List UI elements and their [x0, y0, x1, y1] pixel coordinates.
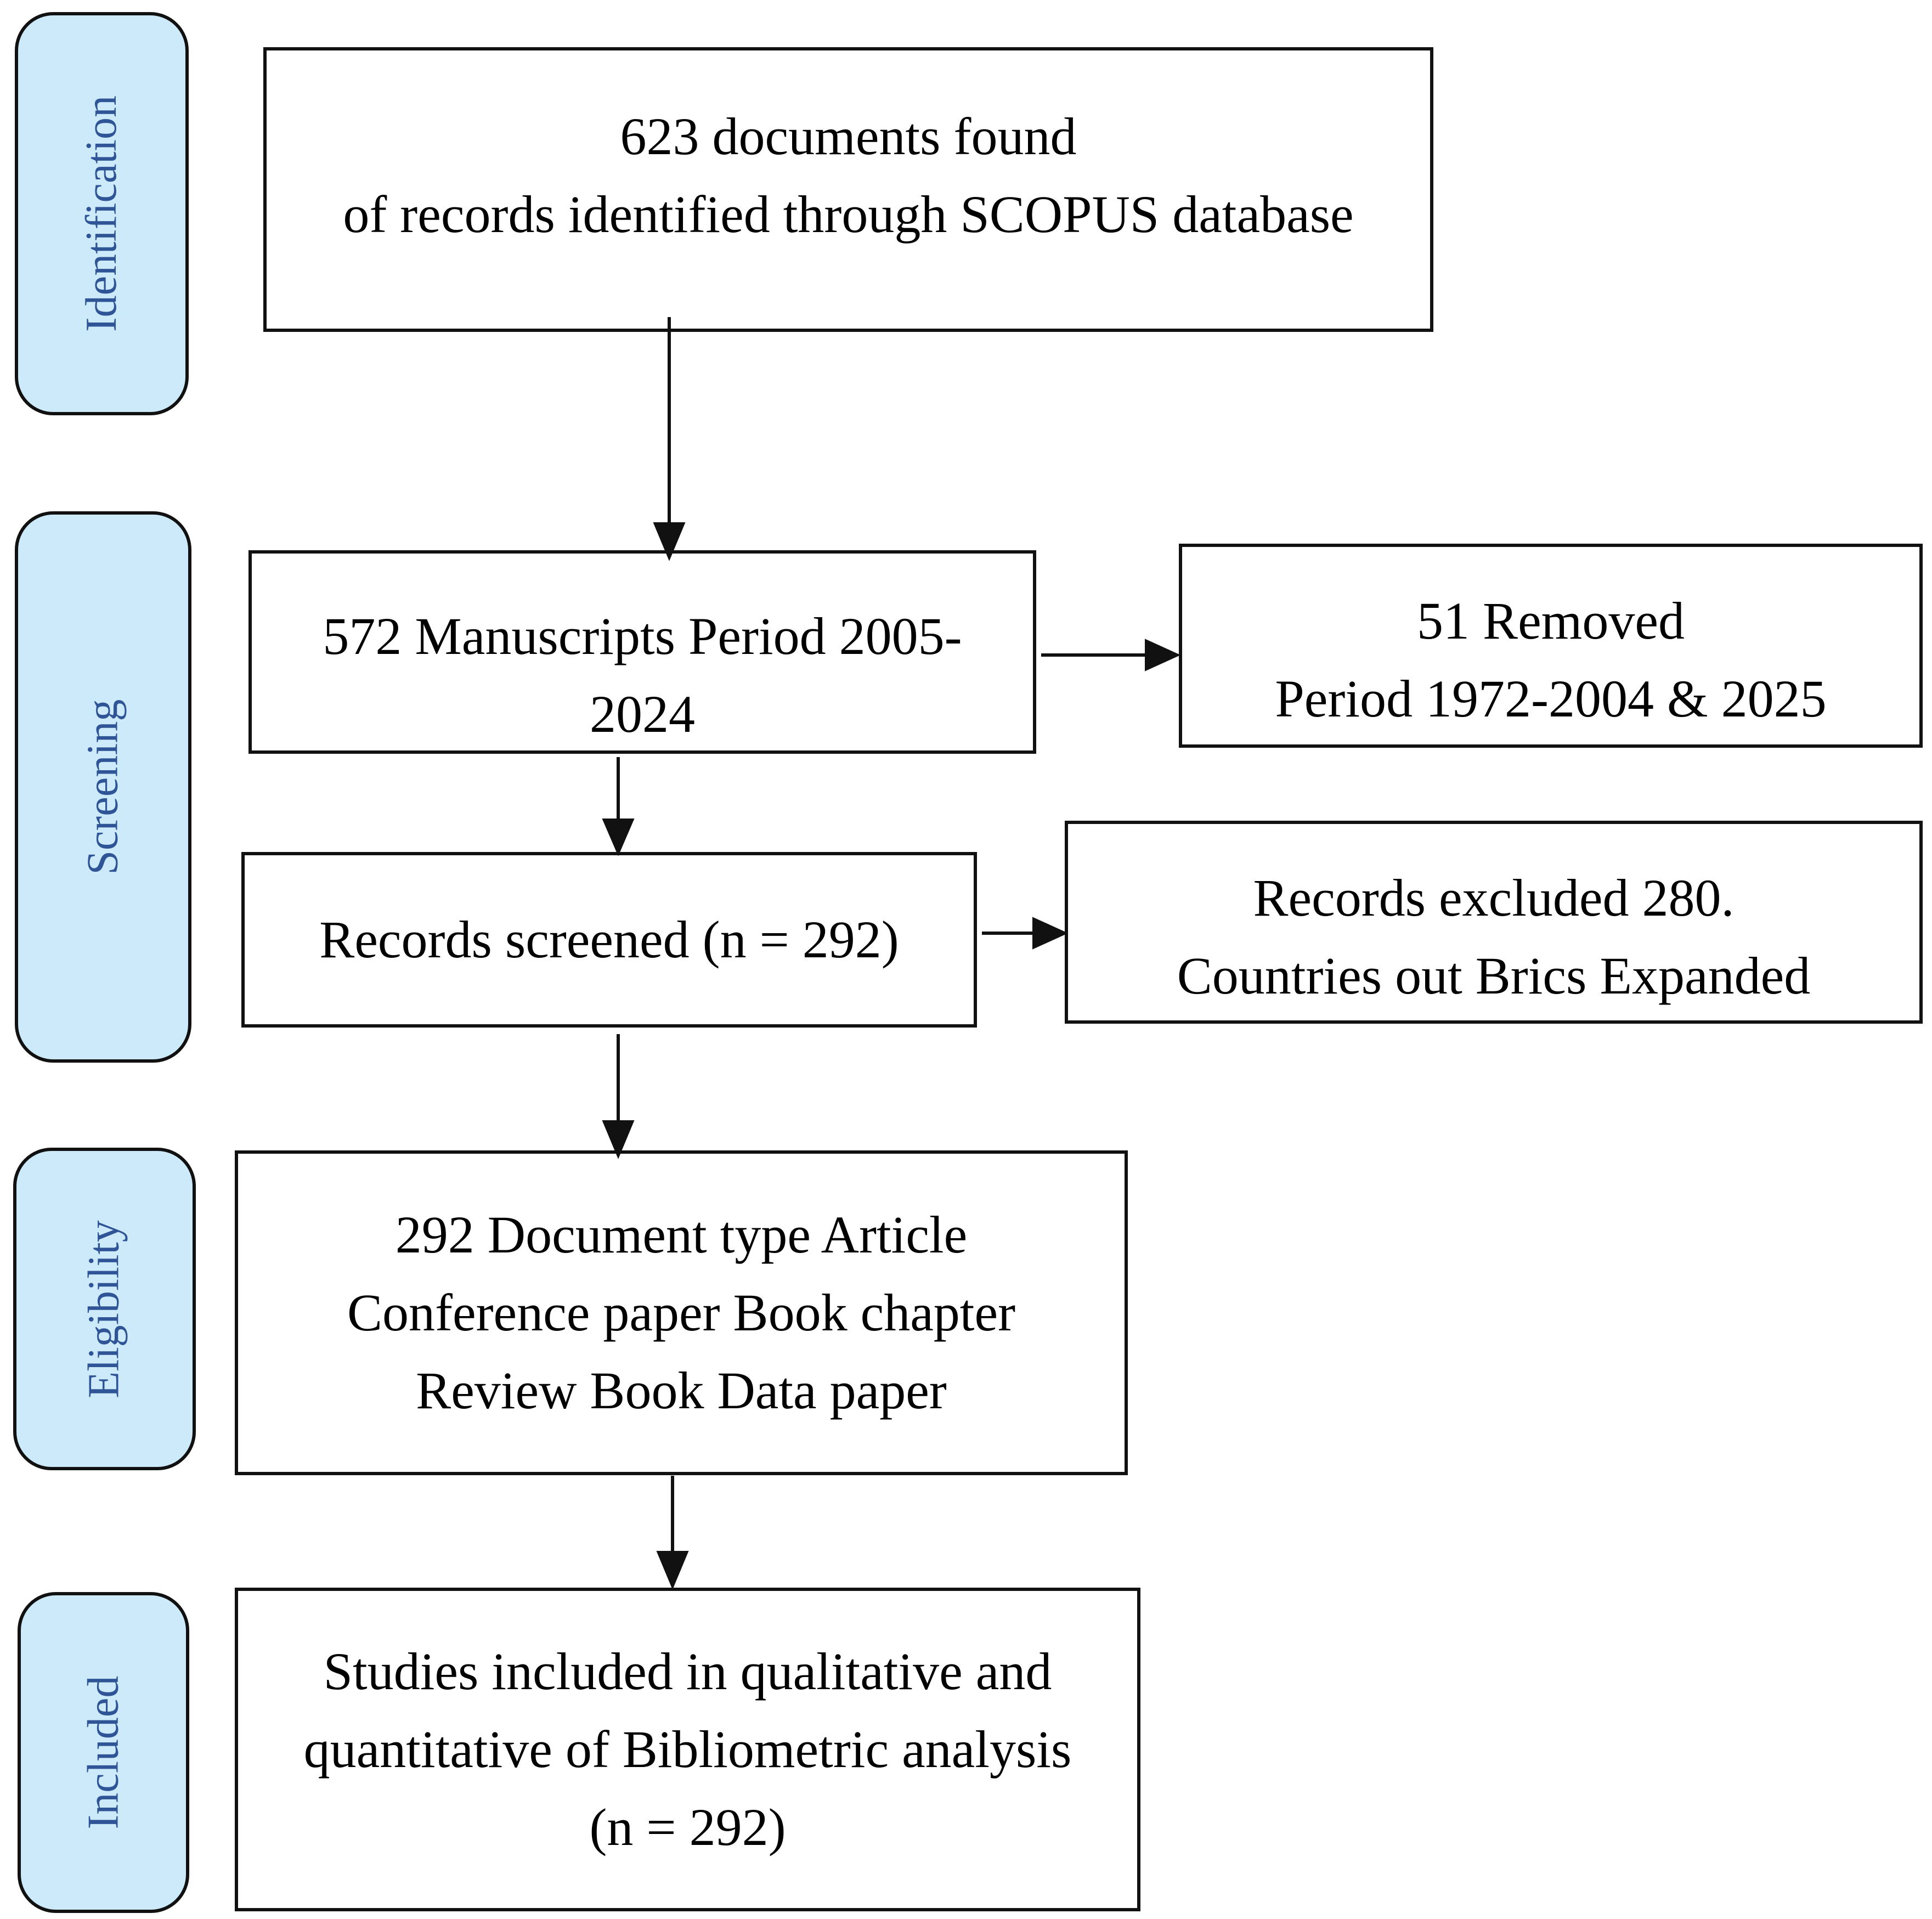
- removed-records-box: 51 Removed Period 1972-2004 & 2025: [1179, 544, 1923, 748]
- arrowhead-screened: [602, 819, 635, 856]
- identified-records-box: 623 documents found of records identifie…: [263, 47, 1433, 332]
- records-screened-box: Records screened (n = 292): [241, 852, 977, 1028]
- excluded-count-text: Records excluded 280.: [1253, 868, 1735, 927]
- arrowhead-excluded: [1032, 917, 1069, 950]
- arrowhead-included: [656, 1551, 689, 1590]
- phase-eligibility: Eligibility: [13, 1148, 196, 1470]
- records-excluded-box: Records excluded 280. Countries out Bric…: [1065, 821, 1923, 1024]
- phase-screening: Screening: [15, 511, 191, 1063]
- document-type-box: 292 Document type Article Conference pap…: [235, 1150, 1128, 1475]
- studies-included-box: Studies included in qualitative and quan…: [235, 1588, 1140, 1911]
- arrowhead-manuscripts: [653, 522, 686, 561]
- included-line-1: Studies included in qualitative and: [323, 1642, 1052, 1701]
- phase-included: Included: [18, 1592, 189, 1913]
- arrowhead-removed: [1145, 639, 1181, 671]
- arrowhead-document-type: [602, 1120, 635, 1159]
- document-type-line-2: Conference paper Book chapter: [347, 1283, 1016, 1342]
- removed-count-text: 51 Removed: [1417, 591, 1685, 650]
- included-line-2: quantitative of Bibliometric analysis: [303, 1720, 1072, 1779]
- identified-source-text: of records identified through SCOPUS dat…: [343, 185, 1354, 244]
- manuscripts-period-box: 572 Manuscripts Period 2005- 2024: [248, 550, 1036, 754]
- identified-count-text: 623 documents found: [620, 107, 1077, 166]
- document-type-line-3: Review Book Data paper: [416, 1361, 947, 1420]
- phase-identification: Identification: [15, 12, 189, 415]
- records-screened-text: Records screened (n = 292): [319, 910, 899, 969]
- included-line-3: (n = 292): [589, 1798, 786, 1856]
- manuscripts-line-1: 572 Manuscripts Period 2005-: [323, 607, 962, 665]
- document-type-line-1: 292 Document type Article: [395, 1205, 968, 1264]
